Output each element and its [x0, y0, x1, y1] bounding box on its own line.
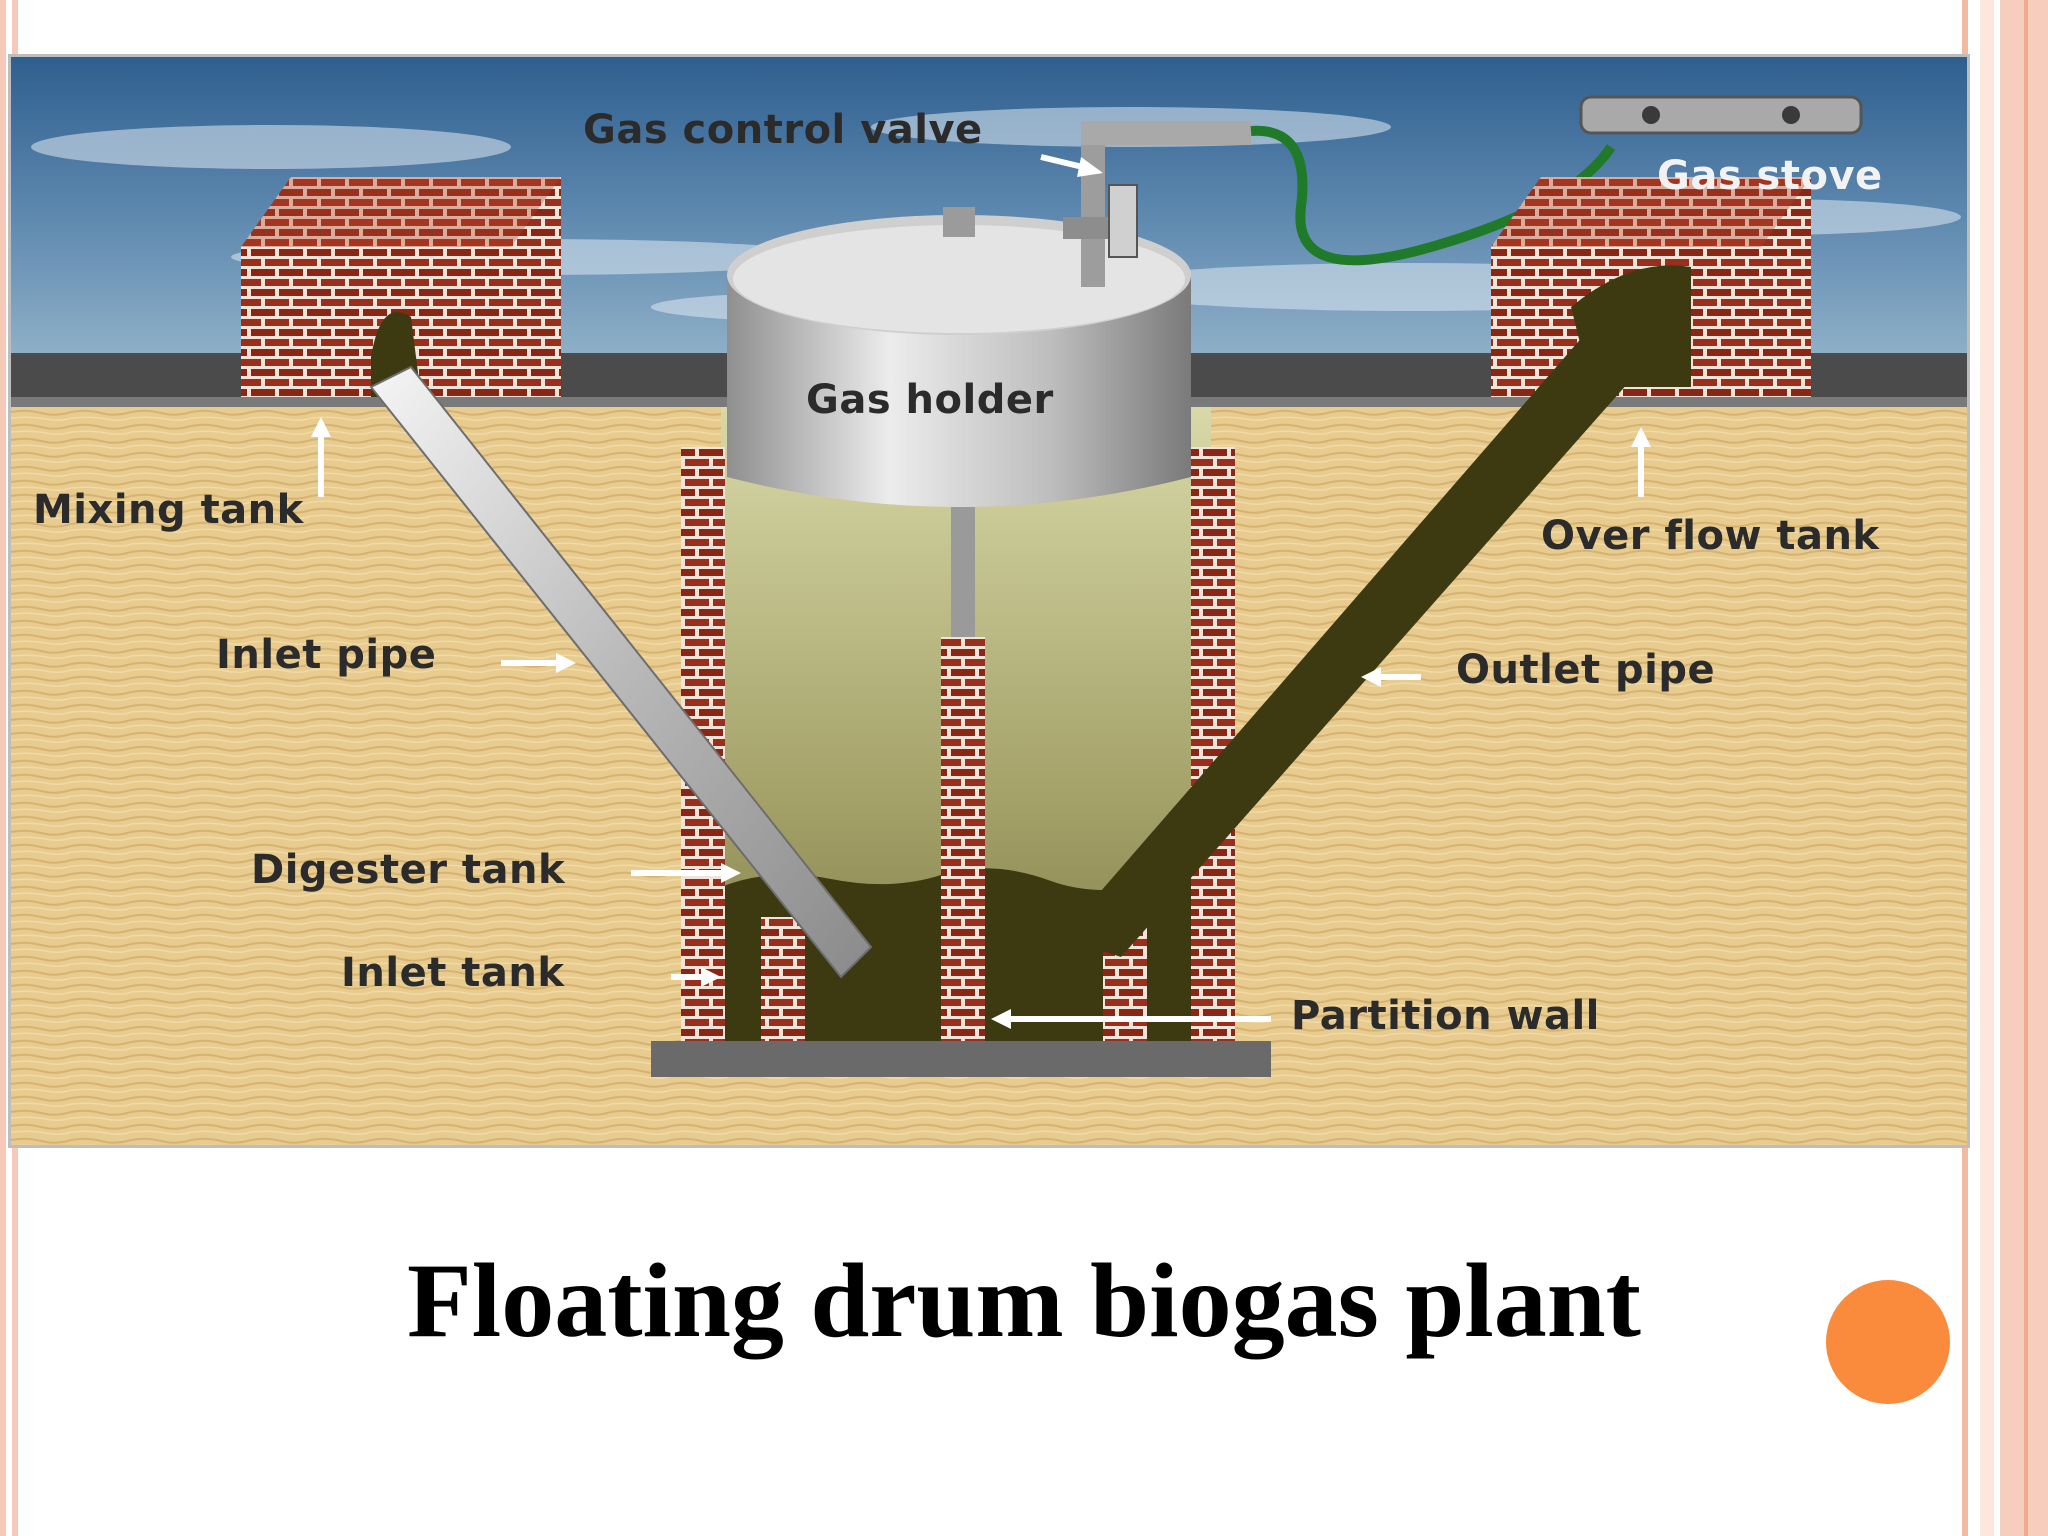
mixing-tank-illustration	[241, 177, 561, 397]
label-gas-holder: Gas holder	[806, 377, 1054, 423]
base-slab	[651, 1041, 1271, 1077]
left-border-stripe	[0, 0, 6, 1536]
pointer-arrows	[311, 154, 1651, 1029]
accent-circle	[1826, 1280, 1950, 1404]
label-over-flow-tank: Over flow tank	[1541, 513, 1880, 559]
label-outlet-pipe: Outlet pipe	[1456, 647, 1716, 693]
outlet-pipe-illustration	[1061, 327, 1651, 957]
label-digester-tank: Digester tank	[251, 847, 566, 893]
label-partition-wall: Partition wall	[1291, 993, 1600, 1039]
slide-caption: Floating drum biogas plant	[407, 1242, 1641, 1359]
gas-holder-drum	[727, 207, 1191, 507]
diagram-illustration	[11, 57, 1967, 1145]
label-inlet-tank: Inlet tank	[341, 950, 565, 996]
guide-pole	[951, 507, 975, 637]
inlet-tank-wall	[761, 917, 805, 1047]
partition-wall	[941, 637, 985, 1047]
gas-stove-illustration	[1579, 95, 1863, 135]
label-gas-control-valve: Gas control valve	[583, 107, 983, 153]
right-border-stripe-light	[1980, 0, 1994, 1536]
label-mixing-tank: Mixing tank	[33, 487, 304, 533]
label-gas-stove: Gas stove	[1657, 153, 1883, 199]
inlet-pipe-illustration	[369, 365, 873, 979]
label-inlet-pipe: Inlet pipe	[216, 632, 437, 678]
overflow-tank-illustration	[1491, 177, 1811, 397]
biogas-plant-diagram: Gas control valve Gas stove Gas holder M…	[8, 54, 1970, 1148]
right-border-line	[2024, 0, 2028, 1536]
